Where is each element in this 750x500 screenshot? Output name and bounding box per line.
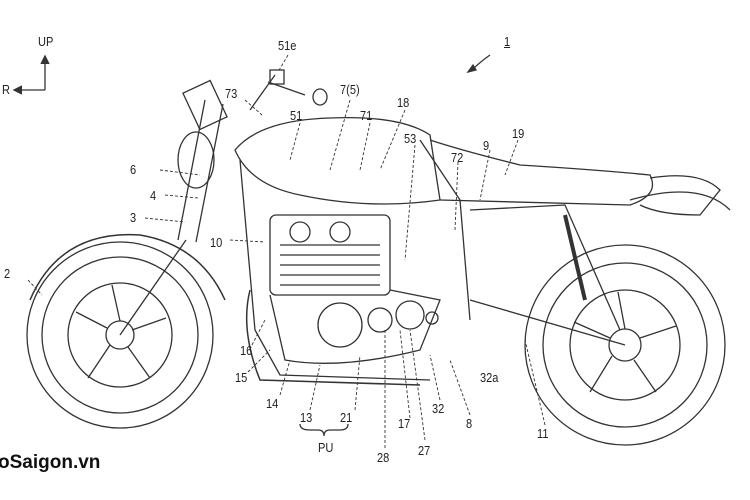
part-label: 15 xyxy=(235,370,248,385)
direction-rear-label: R xyxy=(2,82,10,97)
front-wheel xyxy=(26,233,226,429)
part-label: 11 xyxy=(537,426,549,441)
part-label: 73 xyxy=(225,86,238,101)
part-label: 32a xyxy=(480,370,499,385)
part-label: 4 xyxy=(150,188,157,203)
reference-numeral: 1 xyxy=(504,34,511,49)
part-label: 53 xyxy=(404,131,417,146)
pu-brace xyxy=(299,423,349,437)
part-label: 16 xyxy=(240,343,253,358)
part-label: 8 xyxy=(466,416,473,431)
part-label: 14 xyxy=(266,396,279,411)
part-label: 19 xyxy=(512,126,525,141)
direction-up-label: UP xyxy=(38,34,54,49)
watermark: oSaigon.vn xyxy=(0,452,101,473)
part-label: 6 xyxy=(130,162,137,177)
part-label: 72 xyxy=(451,150,464,165)
part-label: 28 xyxy=(377,450,390,465)
part-label: 7(5) xyxy=(340,82,360,97)
fuel-tank-and-seat xyxy=(234,116,721,216)
part-label: 32 xyxy=(432,401,445,416)
part-label: 51 xyxy=(290,108,303,123)
part-label: 13 xyxy=(300,410,313,425)
part-label: 27 xyxy=(418,443,431,458)
part-label: 21 xyxy=(340,410,353,425)
part-label: 17 xyxy=(398,416,411,431)
direction-arrows xyxy=(12,54,50,95)
part-label: 9 xyxy=(483,138,490,153)
part-label: 71 xyxy=(360,108,373,123)
part-label: 3 xyxy=(130,210,137,225)
rear-wheel xyxy=(524,191,731,446)
engine xyxy=(245,214,441,386)
leader-lines xyxy=(27,54,546,448)
part-label: 2 xyxy=(4,266,11,281)
group-label-pu: PU xyxy=(318,440,334,455)
part-label: 18 xyxy=(397,95,410,110)
part-label: 10 xyxy=(210,235,223,250)
part-label: 51e xyxy=(278,38,297,53)
front-fork xyxy=(119,69,328,336)
frame xyxy=(239,139,626,381)
